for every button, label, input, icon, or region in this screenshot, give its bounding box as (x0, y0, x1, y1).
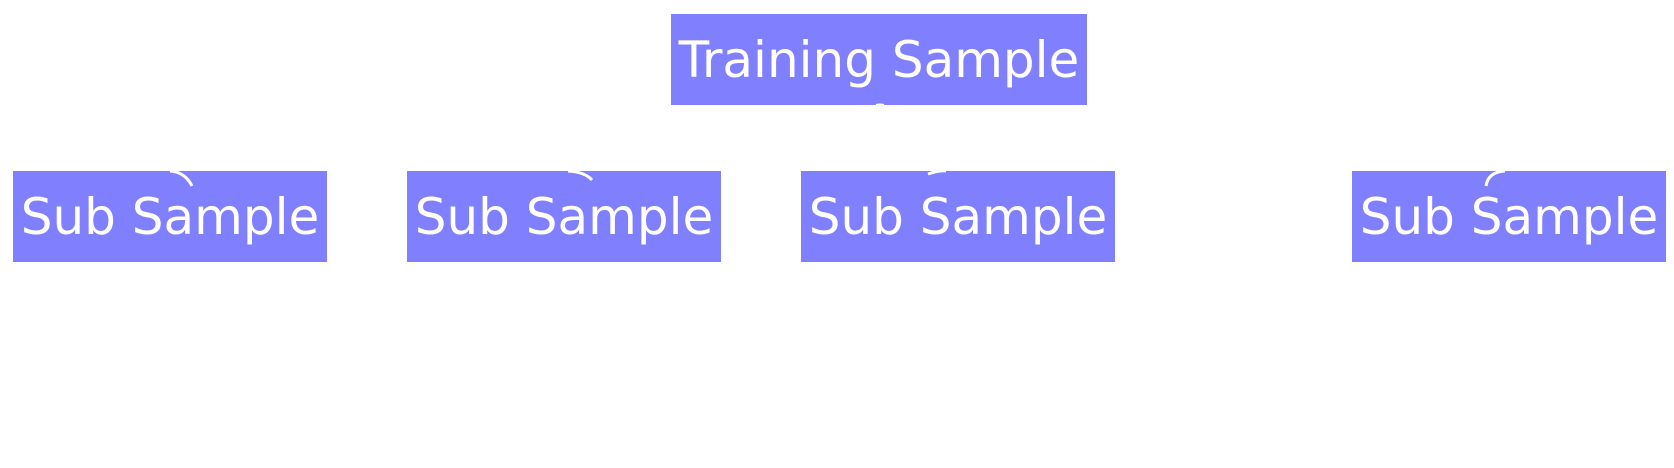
child-node-1: Sub Sample (13, 171, 327, 262)
child-node-label: Sub Sample (414, 187, 714, 246)
child-node-3: Sub Sample (801, 171, 1115, 262)
root-node-training-sample: Training Sample (671, 14, 1087, 105)
child-node-2: Sub Sample (407, 171, 721, 262)
child-node-4: Sub Sample (1352, 171, 1666, 262)
child-node-label: Sub Sample (1359, 187, 1659, 246)
child-node-label: Sub Sample (20, 187, 320, 246)
child-node-label: Sub Sample (808, 187, 1108, 246)
root-node-label: Training Sample (678, 30, 1080, 89)
